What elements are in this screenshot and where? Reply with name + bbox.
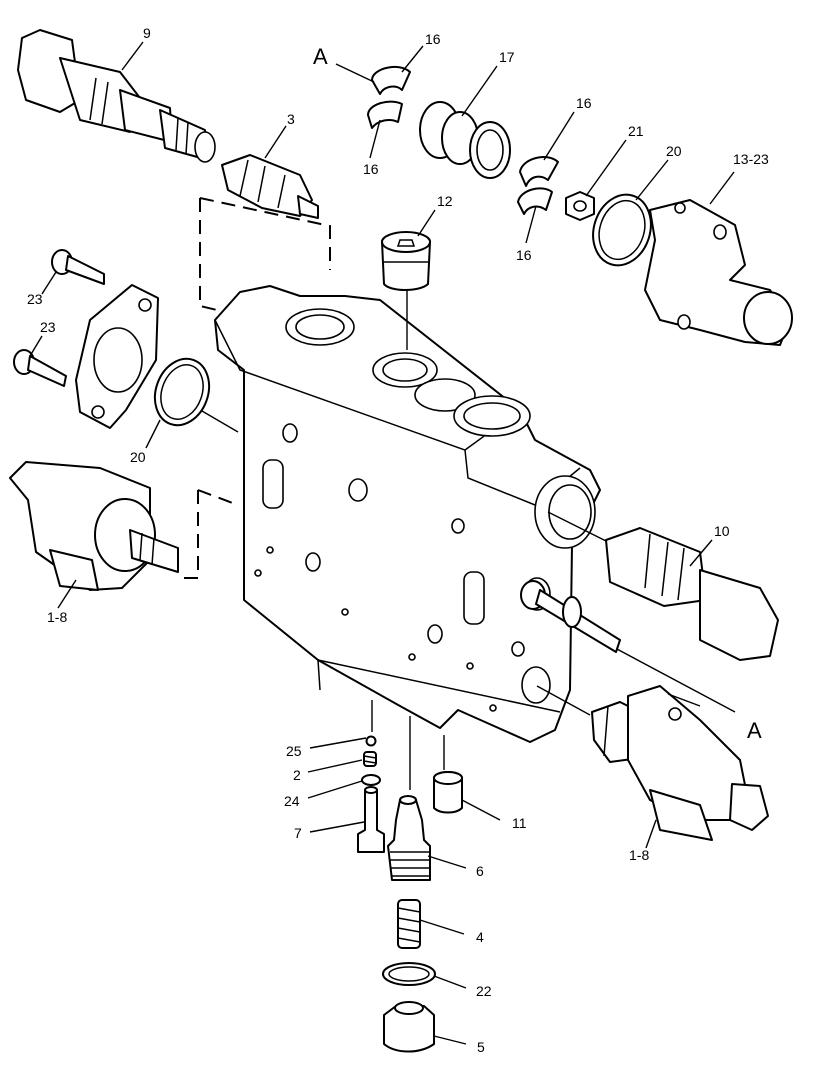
- callout-17: 17: [499, 49, 515, 65]
- part-16-backup-ring-top: [367, 65, 411, 129]
- callout-5: 5: [477, 1039, 485, 1055]
- valve-body: [214, 285, 601, 743]
- callout-9: 9: [143, 25, 151, 41]
- part-12-plug: [381, 231, 431, 291]
- part-23-bolt-top: [51, 249, 105, 285]
- part-2-spring: [363, 751, 377, 767]
- callout-a-right: A: [747, 718, 762, 743]
- callout-7: 7: [294, 825, 302, 841]
- part-23-bolt-bottom: [13, 349, 67, 387]
- part-17-seal-rings: [419, 101, 511, 179]
- callout-23-top: 23: [27, 291, 43, 307]
- callout-21: 21: [628, 123, 644, 139]
- part-3-spool: [221, 154, 319, 219]
- part-10-cartridge: [605, 527, 779, 661]
- part-5-cap: [383, 1001, 435, 1053]
- callout-4: 4: [476, 929, 484, 945]
- part-21-nut: [565, 191, 595, 221]
- part-4-spring: [397, 899, 421, 949]
- part-7-plunger: [357, 786, 385, 853]
- flange-plate-left: [75, 284, 159, 429]
- callout-13-23: 13-23: [733, 151, 769, 167]
- callout-16-d: 16: [516, 247, 532, 263]
- part-20-o-ring-top: [592, 193, 652, 267]
- callout-10: 10: [714, 523, 730, 539]
- part-22-o-ring: [382, 962, 436, 986]
- part-25-ball: [365, 735, 377, 747]
- pin-shaft: [520, 580, 621, 653]
- callout-11: 11: [512, 815, 527, 831]
- part-6-spool-spring: [387, 795, 431, 881]
- leader-lines: [29, 41, 735, 1045]
- callout-23-bottom: 23: [40, 319, 56, 335]
- part-13-cover: [644, 199, 793, 346]
- part-16-backup-ring-right: [517, 156, 559, 215]
- callout-20-left: 20: [130, 449, 146, 465]
- part-9-cartridge: [17, 29, 216, 163]
- callout-25: 25: [286, 743, 302, 759]
- callout-16-c: 16: [363, 161, 379, 177]
- callout-3: 3: [287, 111, 295, 127]
- callout-1-8-right: 1-8: [629, 847, 649, 863]
- callout-24: 24: [284, 793, 300, 809]
- callout-12: 12: [437, 193, 453, 209]
- callout-labels: 9 A 16 17 16 16 16 3 21 20 13-23 12 23 2…: [27, 25, 769, 1055]
- part-11-plug-small: [433, 771, 463, 814]
- callout-6: 6: [476, 863, 484, 879]
- callout-a-top: A: [313, 44, 328, 69]
- part-1-8-solenoid-left: [9, 461, 179, 591]
- callout-16-b: 16: [576, 95, 592, 111]
- part-20-o-ring-left: [153, 357, 211, 427]
- callout-2: 2: [293, 767, 301, 783]
- part-24-o-ring: [361, 774, 381, 786]
- callout-16-a: 16: [425, 31, 441, 47]
- callout-1-8-left: 1-8: [47, 609, 67, 625]
- part-1-8-solenoid-right: [591, 685, 769, 841]
- callout-22: 22: [476, 983, 492, 999]
- callout-20-top: 20: [666, 143, 682, 159]
